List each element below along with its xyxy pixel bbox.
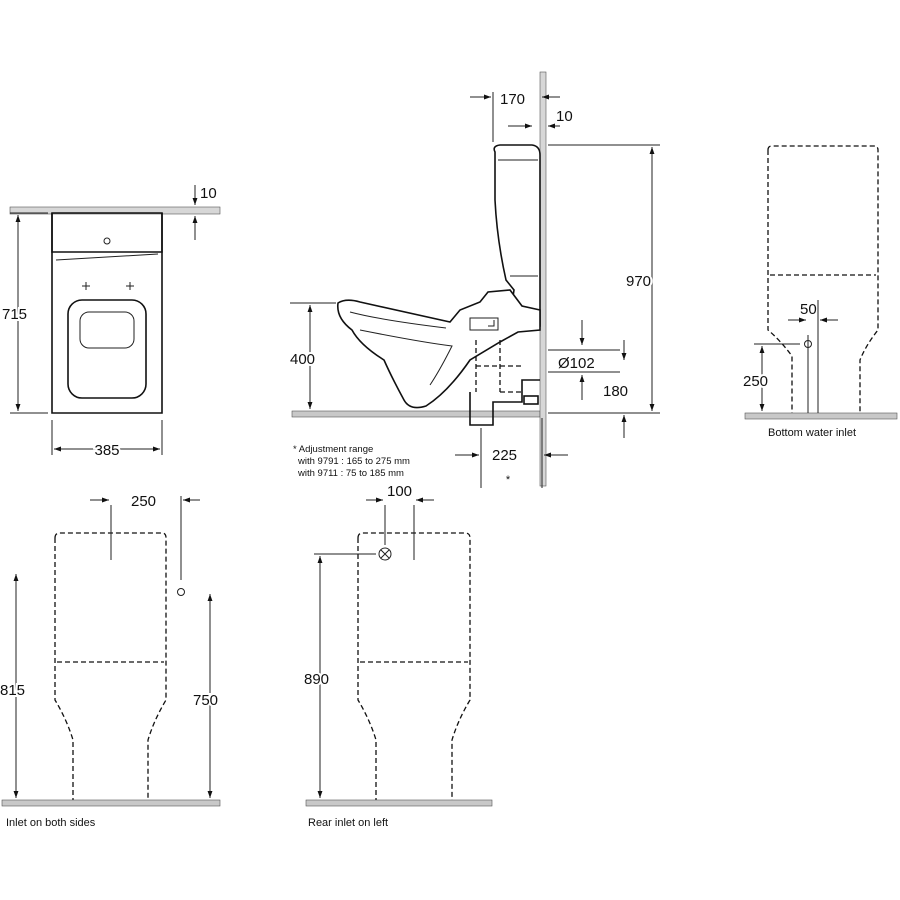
side-view: 170 10 970 400 Ø102 180 225 * * Adjustme… [288, 71, 660, 488]
seat-hinge-markers [82, 282, 134, 290]
dim-label-depth: 715 [2, 306, 27, 323]
dim-label-outlet-height: 180 [603, 383, 628, 400]
top-view-seat-line [55, 253, 159, 261]
wall-hatch [539, 71, 547, 487]
dim-label-outlet-diameter: Ø102 [558, 355, 595, 372]
dim-label-tank-gap: 10 [556, 108, 573, 125]
side-inlet-outline [54, 532, 167, 800]
top-view-seat [67, 299, 147, 399]
top-view: 385 715 10 [0, 185, 221, 461]
rear-inlet-outline [357, 532, 471, 800]
rear-inlet-icon [378, 547, 392, 561]
floor-hatch [305, 799, 493, 807]
top-view-tank [51, 212, 163, 253]
view-caption: Inlet on both sides [6, 817, 96, 829]
note-line: with 9711 : 75 to 185 mm [297, 468, 404, 479]
dim-label-width: 385 [94, 442, 119, 459]
dim-label-total-height: 970 [626, 273, 651, 290]
dim-label-inlet-offset: 250 [131, 493, 156, 510]
outlet-connector [523, 395, 539, 405]
rear-inlet-view: 100 890 Rear inlet on left [302, 483, 493, 829]
dim-label-total-height: 815 [0, 682, 25, 699]
top-view-bowl-opening [79, 311, 135, 349]
footnote-mark: * [506, 474, 511, 486]
floor-hatch [1, 799, 221, 807]
dim-label-inlet-height: 250 [743, 373, 768, 390]
bowl-trap-line [359, 329, 453, 386]
floor-hatch [291, 410, 541, 418]
outlet-pipe [469, 379, 540, 426]
side-inlet-view: 250 815 750 Inlet on both sides [0, 491, 221, 829]
view-caption: Rear inlet on left [308, 817, 388, 829]
note-line: with 9791 : 165 to 275 mm [297, 456, 410, 467]
top-view-outline [51, 213, 163, 414]
dim-label-inlet-offset: 50 [800, 301, 817, 318]
water-inlet-icon [177, 588, 185, 596]
bowl-rim-line [349, 311, 447, 329]
bottom-inlet-outline [767, 145, 879, 413]
view-caption: Bottom water inlet [768, 427, 856, 439]
dim-label-wall-gap: 10 [200, 185, 217, 202]
wall-hatch [9, 206, 221, 215]
side-view-bowl [336, 289, 541, 409]
floor-hatch [744, 412, 898, 420]
dim-label-total-height: 890 [304, 671, 329, 688]
dim-label-tank-depth: 170 [500, 91, 525, 108]
bowl-fixing [488, 320, 495, 327]
flush-button-icon [103, 237, 111, 245]
dim-label-seat-height: 400 [290, 351, 315, 368]
dim-label-inlet-height: 750 [193, 692, 218, 709]
rear-inlet-cross [380, 549, 390, 559]
bowl-bracket [469, 317, 499, 331]
dim-label-inlet-offset: 100 [387, 483, 412, 500]
outlet-pipe-hidden [475, 340, 522, 393]
dim-label-outlet-distance: 225 [492, 447, 517, 464]
bottom-inlet-view: 50 250 Bottom water inlet [741, 145, 898, 439]
note-line: * Adjustment range [293, 444, 373, 455]
